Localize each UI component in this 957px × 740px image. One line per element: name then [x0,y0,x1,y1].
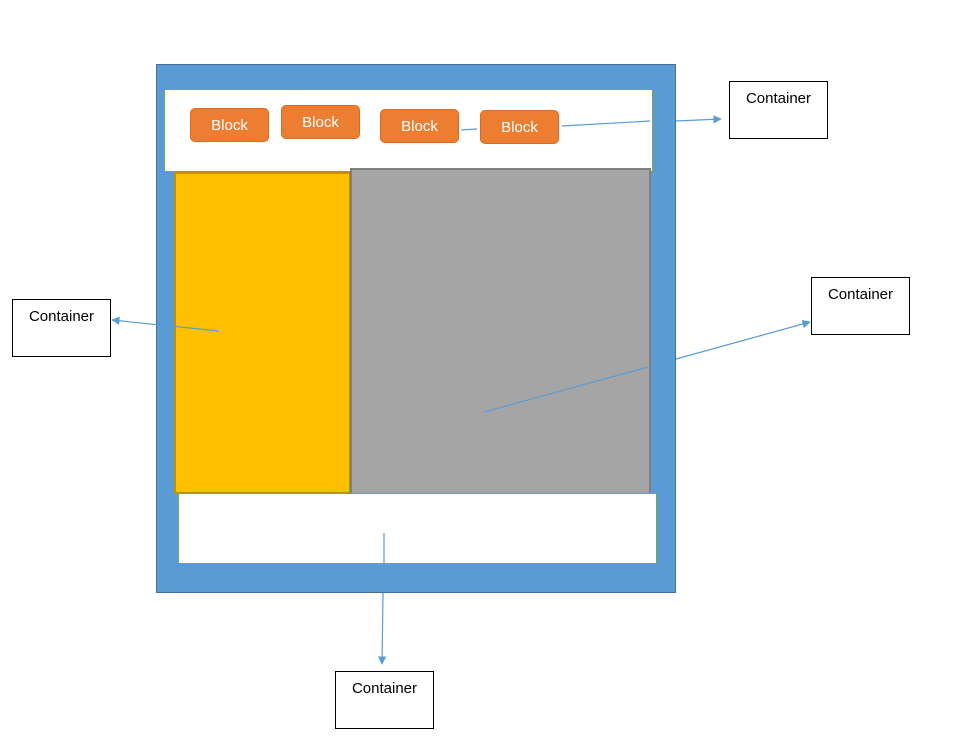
callout-right: Container [811,277,910,335]
block-1-label: Block [211,116,248,134]
block-3-label: Block [401,117,438,135]
arrow-right [675,319,811,360]
block-4-label: Block [501,118,538,136]
block-2-label: Block [302,113,339,131]
arrow-bottom [377,592,387,665]
block-1: Block [190,108,269,142]
callout-top-right-label: Container [745,90,812,107]
arrow-top-right [675,115,722,124]
right-container [350,168,651,495]
callout-left: Container [12,299,111,357]
callout-right-label: Container [827,286,894,303]
footer-container [178,493,657,564]
callout-left-label: Container [28,308,95,325]
callout-top-right: Container [729,81,828,139]
callout-bottom-label: Container [351,680,418,697]
block-4: Block [480,110,559,144]
block-2: Block [281,105,360,139]
callout-bottom: Container [335,671,434,729]
left-container [174,172,351,494]
block-3: Block [380,109,459,143]
